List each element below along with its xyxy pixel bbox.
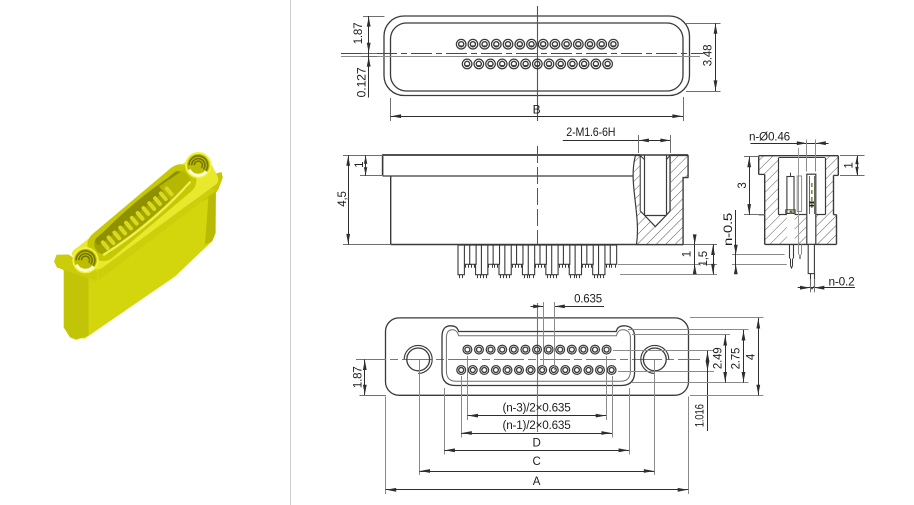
svg-text:2.49: 2.49 xyxy=(713,348,725,370)
svg-text:n-Ø0.46: n-Ø0.46 xyxy=(749,132,790,144)
svg-text:4,5: 4,5 xyxy=(337,191,349,206)
svg-text:2.75: 2.75 xyxy=(731,348,743,370)
svg-text:2-M1.6-6H: 2-M1.6-6H xyxy=(566,125,615,139)
svg-text:3.48: 3.48 xyxy=(702,45,714,67)
svg-text:3: 3 xyxy=(737,182,749,188)
svg-text:n-0.5: n-0.5 xyxy=(723,213,735,246)
svg-text:B: B xyxy=(533,103,541,117)
svg-text:0.127: 0.127 xyxy=(357,68,369,98)
svg-text:A: A xyxy=(533,476,541,488)
svg-text:0.635: 0.635 xyxy=(574,293,602,305)
svg-text:1.87: 1.87 xyxy=(353,23,365,45)
svg-text:C: C xyxy=(532,456,540,468)
svg-text:n-0.2: n-0.2 xyxy=(829,276,855,288)
svg-text:1: 1 xyxy=(681,251,693,257)
svg-text:1.87: 1.87 xyxy=(352,367,364,389)
svg-text:1.016: 1.016 xyxy=(694,404,706,427)
svg-text:1: 1 xyxy=(354,162,366,168)
svg-text:D: D xyxy=(532,437,540,449)
svg-text:(n-1)/2×0.635: (n-1)/2×0.635 xyxy=(503,420,571,432)
svg-text:4: 4 xyxy=(746,353,758,360)
svg-text:1: 1 xyxy=(843,162,855,168)
svg-text:1,5: 1,5 xyxy=(698,251,710,266)
svg-text:(n-3)/2×0.635: (n-3)/2×0.635 xyxy=(503,403,571,415)
